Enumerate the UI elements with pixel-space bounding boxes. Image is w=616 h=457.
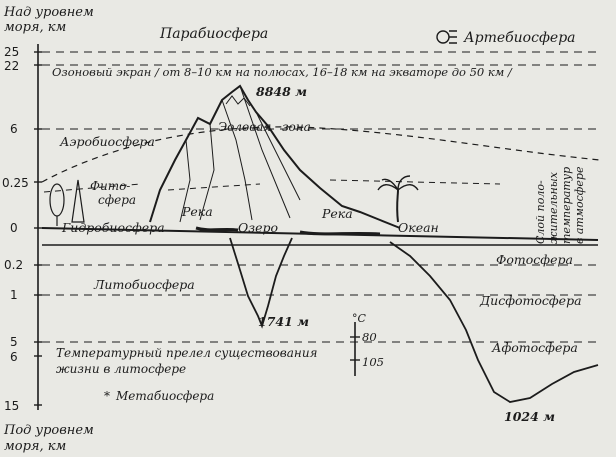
river-channel <box>195 226 381 236</box>
tick-label-6b: 6 <box>10 350 18 364</box>
label-phytosphere-1: Фито- <box>90 179 130 193</box>
tick-label-025: 0.25 <box>2 176 29 190</box>
aerobiosphere-boundary <box>41 126 601 183</box>
artebiosphere-icon <box>436 30 457 44</box>
label-positive-temp-4: в атмосфере <box>573 166 586 244</box>
label-ocean-depth: 1024 м <box>504 409 555 424</box>
phytosphere-boundary <box>43 179 501 193</box>
palm-tree-icon <box>377 175 419 223</box>
label-ozone-screen: Озоновый экран / от 8–10 км на полюсах, … <box>52 65 513 79</box>
label-dysphotosphere: Дисфотосфера <box>479 293 582 308</box>
label-lake-depth: 1741 м <box>258 314 309 329</box>
label-lithobiosphere: Литобиосфера <box>93 277 195 292</box>
tick-label-02: 0.2 <box>4 258 23 272</box>
mountain-snowcap <box>225 95 251 107</box>
label-aphotosphere: Афотосфера <box>491 340 578 355</box>
label-temp-limit-1: Температурный прелел существования <box>56 346 318 360</box>
axis-title-below-1: Под уровнем <box>3 423 94 438</box>
label-river-left: Река <box>181 204 213 219</box>
label-photosphere: Фотосфера <box>496 252 573 267</box>
label-river-right: Река <box>321 206 353 221</box>
label-eolian-zone-1: Эоловая <box>218 120 271 134</box>
tick-label-22: 22 <box>4 59 19 73</box>
axis-ticks <box>34 51 42 406</box>
label-hydrobiosphere: Гидробиосфера <box>61 220 165 235</box>
label-eolian-zone-2: зона <box>282 120 311 134</box>
ocean-floor <box>389 241 599 403</box>
label-parabiosphere: Парабиосфера <box>159 26 268 42</box>
tick-label-6: 6 <box>10 122 18 136</box>
axis-title-above-1: Над уровнем <box>3 5 94 20</box>
lake-basin <box>229 237 293 329</box>
tick-label-0: 0 <box>10 221 18 235</box>
tick-label-15: 15 <box>4 399 19 413</box>
axis-title-above-2: моря, км <box>4 20 66 35</box>
label-positive-temp-3: температур <box>560 167 573 244</box>
label-positive-temp-2: жительных <box>547 171 560 244</box>
label-aerobiosphere: Аэробиосфера <box>59 134 155 149</box>
tick-label-5: 5 <box>10 335 18 349</box>
thermometer-marker <box>350 322 360 376</box>
label-artebiosphere: Артебиосфера <box>463 30 576 46</box>
label-celsius: °C <box>352 312 367 325</box>
label-temp-limit-2: жизни в литосфере <box>56 362 186 376</box>
label-metabiosphere: Метабиосфера <box>115 389 214 403</box>
tree-icon <box>49 179 85 226</box>
label-positive-temp-1: Слой поло- <box>534 180 547 244</box>
label-metabiosphere-marker: * <box>104 389 110 403</box>
label-peak-height: 8848 м <box>256 84 307 99</box>
label-positive-temp-layer: Слой поло- жительных температур в атмосф… <box>534 166 586 244</box>
label-ocean: Океан <box>398 220 439 235</box>
axis-title-below-2: моря, км <box>4 439 66 454</box>
label-temp-105: 105 <box>362 355 384 369</box>
tick-label-25: 25 <box>4 45 19 59</box>
label-temp-80: 80 <box>362 330 377 344</box>
boundary-lines <box>42 51 600 343</box>
label-phytosphere-2: сфера <box>98 193 136 207</box>
label-lake: Озеро <box>238 220 278 235</box>
mountain-ridges <box>179 85 301 223</box>
tick-label-1: 1 <box>10 288 18 302</box>
